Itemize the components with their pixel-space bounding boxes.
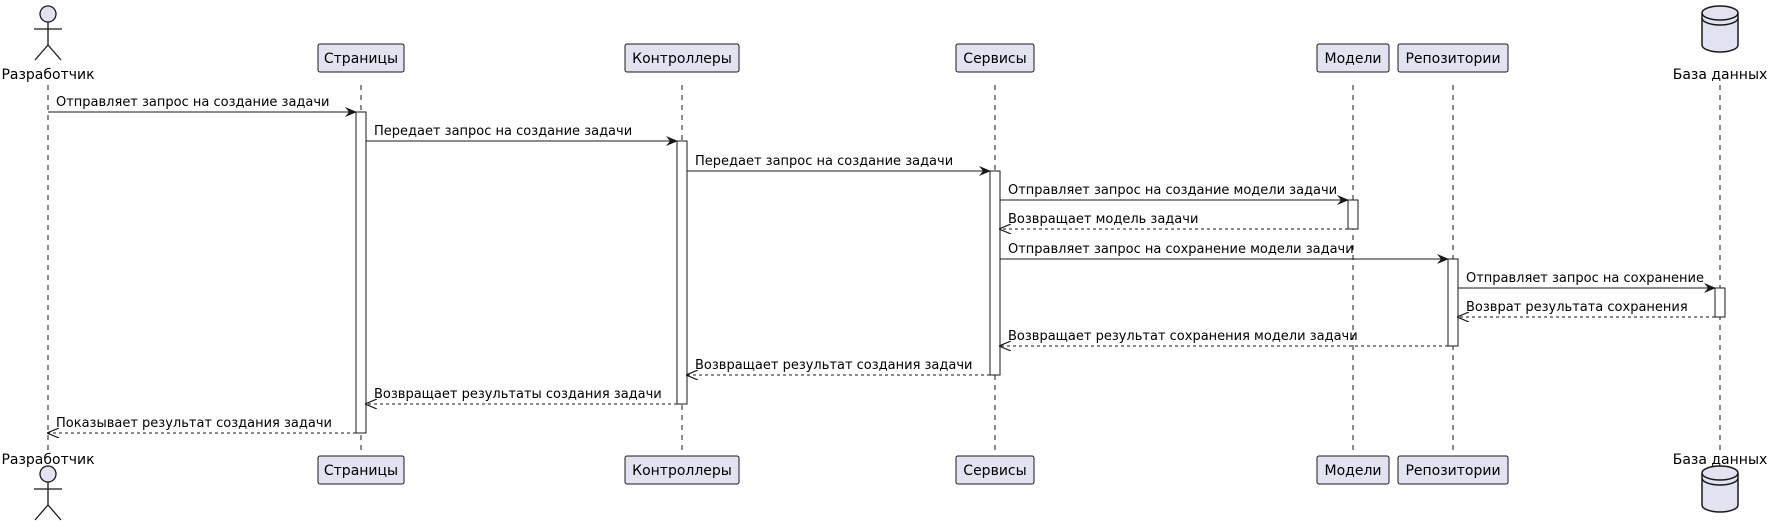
participant-repo-bottom: Репозитории [1397, 455, 1509, 485]
participant-svc-bottom: Сервисы [955, 455, 1035, 485]
participant-dev-bottom: Разработчик [1, 452, 95, 521]
participant-label: Репозитории [1405, 51, 1500, 67]
participant-pages-top: Страницы [317, 43, 405, 73]
message-label: Передает запрос на создание задачи [374, 124, 632, 139]
participant-db-bottom: База данных [1673, 452, 1768, 513]
message-1: Отправляет запрос на создание задачи [48, 95, 357, 117]
activation-bar-mdl [1347, 199, 1359, 230]
message-8: Возврат результата сохранения [1458, 300, 1715, 317]
participant-label: Сервисы [963, 463, 1026, 479]
participant-box [1397, 43, 1509, 73]
actor-icon [34, 465, 62, 521]
activation-bar-repo [1447, 258, 1459, 347]
message-3: Передает запрос на создание задачи [687, 154, 991, 176]
participant-box [1316, 43, 1390, 73]
participant-repo-top: Репозитории [1397, 43, 1509, 73]
database-icon [1701, 5, 1739, 53]
message-6: Отправляет запрос на сохранение модели з… [1000, 242, 1449, 264]
participant-mdl-bottom: Модели [1316, 455, 1390, 485]
message-7: Отправляет запрос на сохранение [1458, 271, 1716, 293]
participant-label: Модели [1325, 463, 1382, 479]
message-5: Возвращает модель задачи [1000, 212, 1348, 229]
database-icon [1701, 465, 1739, 513]
message-10: Возвращает результат создания задачи [687, 358, 990, 375]
message-12: Показывает результат создания задачи [48, 416, 356, 433]
message-4: Отправляет запрос на создание модели зад… [1000, 183, 1349, 205]
participant-box [955, 455, 1035, 485]
participant-svc-top: Сервисы [955, 43, 1035, 73]
participant-ctrl-top: Контроллеры [624, 43, 740, 73]
message-label: Возвращает результат сохранения модели з… [1008, 329, 1358, 344]
message-11: Возвращает результаты создания задачи [366, 387, 677, 404]
participant-db-top: База данных [1673, 5, 1768, 83]
message-label: Отправляет запрос на сохранение модели з… [1008, 242, 1354, 257]
participant-label: Страницы [324, 463, 398, 479]
participant-box [317, 43, 405, 73]
activation-bar-svc [989, 170, 1001, 376]
message-label: Возвращает модель задачи [1008, 212, 1198, 227]
message-label: Показывает результат создания задачи [56, 416, 332, 431]
participant-box [1397, 455, 1509, 485]
activation-bar-ctrl [676, 140, 688, 405]
participant-label: Сервисы [963, 51, 1026, 67]
participant-mdl-top: Модели [1316, 43, 1390, 73]
message-label: Отправляет запрос на сохранение [1466, 271, 1704, 286]
message-2: Передает запрос на создание задачи [366, 124, 678, 146]
message-label: Возврат результата сохранения [1466, 300, 1688, 315]
participant-box [1316, 455, 1390, 485]
participant-label: Контроллеры [632, 463, 732, 479]
participant-ctrl-bottom: Контроллеры [624, 455, 740, 485]
message-label: Возвращает результаты создания задачи [374, 387, 662, 402]
message-label: Отправляет запрос на создание модели зад… [1008, 183, 1337, 198]
message-label: Передает запрос на создание задачи [695, 154, 953, 169]
participant-label: Страницы [324, 51, 398, 67]
participant-box [317, 455, 405, 485]
actor-icon [34, 5, 62, 61]
activation-bar-pages [355, 111, 367, 434]
message-9: Возвращает результат сохранения модели з… [1000, 329, 1448, 346]
participant-label: Разработчик [1, 452, 94, 468]
participant-label: Контроллеры [632, 51, 732, 67]
activation-bar-db [1714, 287, 1726, 318]
participant-pages-bottom: Страницы [317, 455, 405, 485]
participant-box [624, 455, 740, 485]
participant-label: Модели [1325, 51, 1382, 67]
participant-label: Репозитории [1405, 463, 1500, 479]
participant-box [955, 43, 1035, 73]
participant-box [624, 43, 740, 73]
participant-label: База данных [1673, 67, 1768, 83]
participant-label: База данных [1673, 452, 1768, 468]
participant-label: Разработчик [1, 67, 94, 83]
message-label: Отправляет запрос на создание задачи [56, 95, 330, 110]
message-label: Возвращает результат создания задачи [695, 358, 972, 373]
participant-dev-top: Разработчик [1, 5, 95, 83]
